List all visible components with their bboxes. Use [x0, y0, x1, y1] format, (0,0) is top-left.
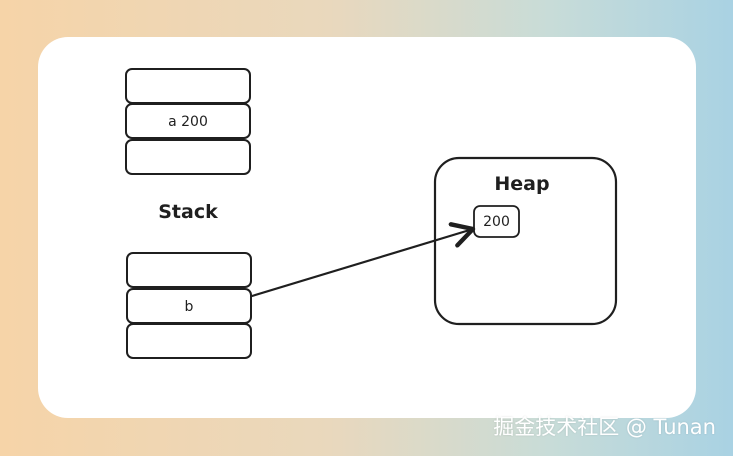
stack-bottom-cell-2-label: b: [185, 299, 194, 315]
stack-top-cell-2: [125, 103, 251, 139]
stack-top-cell-3: [125, 139, 251, 175]
heap-value-label: 200: [483, 214, 510, 230]
heap-value-box: [473, 205, 520, 238]
reference-arrow: [250, 222, 476, 298]
stack-top-cell-1: [125, 68, 251, 104]
heap: Heap 200: [433, 156, 618, 326]
stack-bottom: b: [126, 252, 252, 359]
stack-top: a 200: [125, 68, 251, 175]
stack-top-cell-2-label: a 200: [168, 114, 208, 130]
watermark: 掘金技术社区 @ Tunan: [493, 415, 716, 439]
stack-bottom-cell-3: [126, 323, 252, 359]
stack-label: Stack: [158, 201, 218, 223]
stack-bottom-cell-1: [126, 252, 252, 288]
heap-title: Heap: [494, 173, 549, 195]
